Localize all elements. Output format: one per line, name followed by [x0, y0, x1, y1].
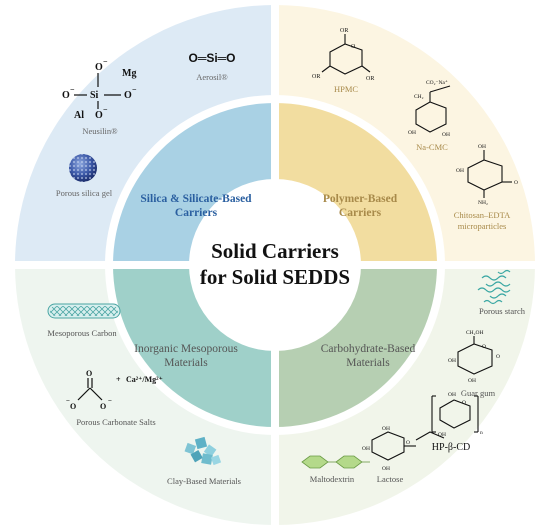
chitosan-label-line2: microparticles [458, 221, 507, 231]
nacmc-ch2: CH₂ [414, 94, 424, 100]
guar-o: O [482, 344, 486, 350]
hpmc-or-2: OR [312, 74, 320, 80]
svg-text:−: − [103, 57, 108, 66]
polymer-label-line2: Carriers [339, 207, 382, 219]
guar-gum-structure [457, 336, 493, 375]
svg-text:Al: Al [74, 110, 84, 121]
maltodextrin-label: Maltodextrin [310, 474, 355, 484]
porous-starch-label: Porous starch [479, 306, 526, 316]
polymer-label-line1: Polymer-Based [323, 193, 398, 205]
hpmc-or-1: OR [340, 28, 348, 34]
svg-text:O: O [124, 90, 132, 101]
lactose-structure [371, 431, 445, 461]
center-title-line2: for Solid SEDDS [200, 265, 350, 289]
neusilin-label: Neusilin® [82, 126, 118, 136]
hpmc-o: O [351, 44, 356, 50]
hpbcd-o: O [462, 400, 466, 406]
svg-text:−: − [103, 105, 108, 114]
guar-o-right: O [496, 354, 500, 360]
aerosil-label: Aerosil® [196, 72, 228, 82]
porous-starch-icon [477, 269, 511, 305]
lactose-oh-1: OH [382, 426, 390, 432]
carbonate-label: Porous Carbonate Salts [76, 417, 155, 427]
carbonate-o-left: O [70, 402, 76, 411]
hpbcd-oh-2: OH [438, 432, 446, 438]
nacmc-oh-1: OH [408, 130, 416, 136]
hpbcd-label: HP-β-CD [432, 442, 470, 453]
svg-text:O: O [95, 62, 103, 73]
svg-text:−: − [132, 85, 137, 94]
lactose-label: Lactose [377, 474, 404, 484]
silica-label-line1: Silica & Silicate-Based [140, 193, 252, 205]
chitosan-structure [467, 150, 512, 198]
guar-oh-2: OH [468, 378, 476, 384]
nacmc-structure [415, 85, 451, 133]
svg-text:Si: Si [90, 90, 99, 101]
neusilin-bonds [74, 73, 121, 109]
maltodextrin-icon [301, 455, 370, 469]
chitosan-oh-1: OH [478, 144, 486, 150]
inorganic-label-line1: Inorganic Mesoporous [134, 343, 238, 355]
neusilin-structure: O − Mg O − Si O − Al O − [62, 57, 137, 121]
carbonate-structure [77, 378, 103, 401]
clay-label: Clay-Based Materials [167, 476, 241, 486]
guar-ch2oh: CH₂OH [466, 330, 484, 336]
clay-icon [184, 436, 222, 466]
svg-text:Mg: Mg [122, 68, 136, 79]
nacmc-label: Na-CMC [416, 142, 448, 152]
mesoporous-carbon-texture [50, 306, 118, 316]
carbonate-o-right: O [100, 402, 106, 411]
lactose-oh-2: OH [362, 446, 370, 452]
guar-oh-1: OH [448, 358, 456, 364]
carbonate-cation: Ca²⁺/Mg²⁺ [126, 375, 163, 384]
hpmc-structure [321, 34, 371, 75]
hpbcd-structure [431, 395, 479, 433]
center-circle [189, 179, 361, 351]
inorganic-label-line2: Materials [164, 357, 208, 369]
chitosan-oh-2: OH [456, 168, 464, 174]
hpmc-or-3: OR [366, 76, 374, 82]
svg-text:O: O [95, 110, 103, 121]
chitosan-o: O [514, 180, 518, 186]
porous-silica-gel-texture [69, 154, 97, 182]
carbohydrate-label-line2: Materials [346, 357, 390, 369]
porous-silica-label: Porous silica gel [56, 188, 113, 198]
carbonate-o-top: O [86, 369, 92, 378]
svg-text:−: − [70, 85, 75, 94]
mesoporous-carbon-label: Mesoporous Carbon [47, 328, 117, 338]
hpbcd-n: n [480, 430, 483, 436]
lactose-o: O [406, 440, 410, 446]
carbohydrate-label-line1: Carbohydrate-Based [321, 343, 416, 355]
nacmc-co2na: CO₂⁻Na⁺ [426, 80, 448, 86]
svg-text:O: O [62, 90, 70, 101]
hpbcd-oh-1: OH [448, 392, 456, 398]
carbonate-plus: + [116, 375, 121, 384]
chitosan-label-line1: Chitosan–EDTA [454, 210, 511, 220]
guar-gum-label: Guar gum [461, 388, 496, 398]
lactose-oh-3: OH [382, 466, 390, 472]
nacmc-oh-2: OH [442, 132, 450, 138]
center-title-line1: Solid Carriers [211, 239, 339, 263]
carbonate-minus-left: − [66, 397, 70, 405]
hpmc-label: HPMC [334, 84, 358, 94]
chitosan-nh2: NH₂ [478, 200, 488, 206]
carbonate-minus-right: − [108, 397, 112, 405]
silica-label-line2: Carriers [175, 207, 218, 219]
aerosil-formula: O═Si═O [188, 51, 235, 65]
